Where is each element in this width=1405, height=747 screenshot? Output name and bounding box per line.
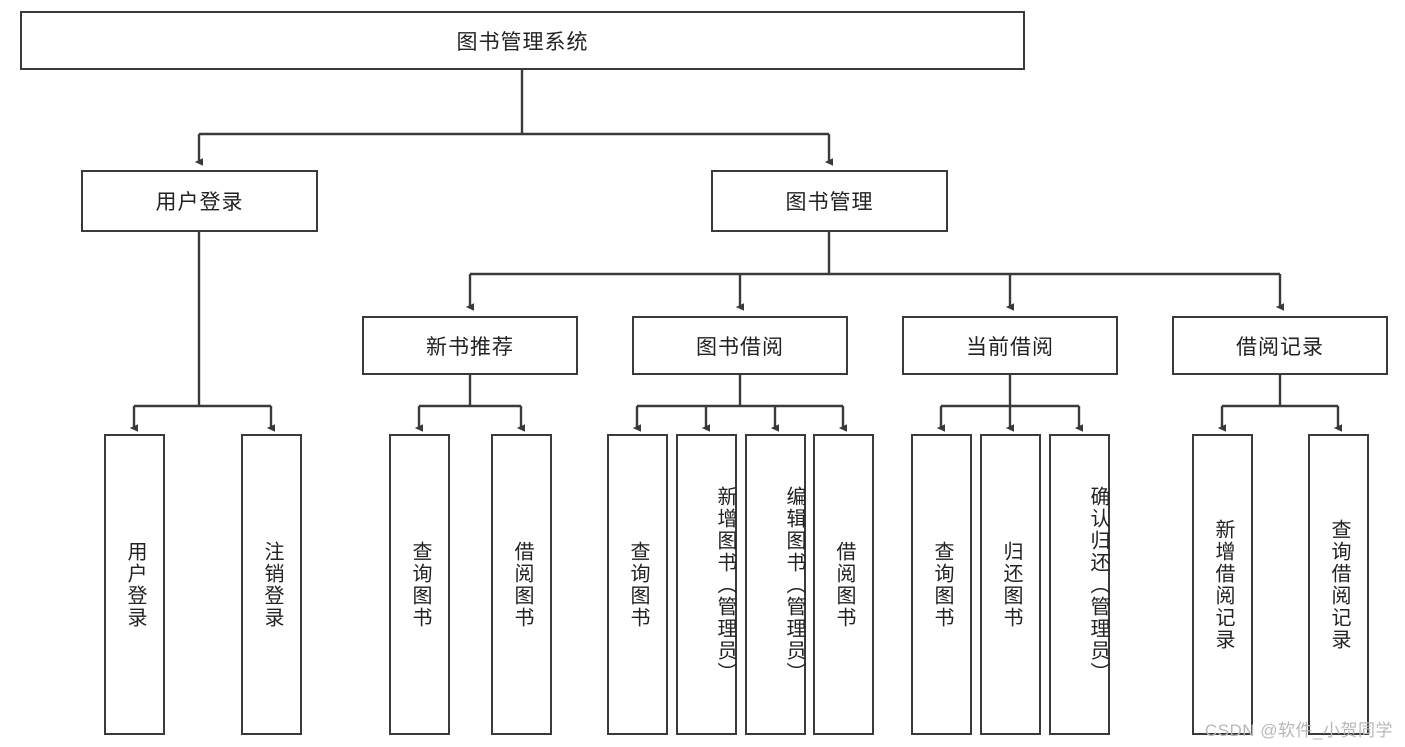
node-new-book-recommend[interactable]: 新书推荐 bbox=[362, 316, 578, 375]
node-user-login[interactable]: 用户登录 bbox=[81, 170, 318, 232]
leaf-borrow-records-add-label: 新增借阅记录 bbox=[1212, 518, 1234, 651]
leaf-current-borrow-confirm-label: 确认归还（管理员） bbox=[1087, 485, 1109, 684]
leaf-book-borrow-edit-label: 编辑图书（管理员） bbox=[783, 485, 805, 684]
leaf-current-borrow-query[interactable]: 查询图书 bbox=[911, 434, 972, 735]
node-book-borrow-label: 图书借阅 bbox=[696, 335, 784, 359]
leaf-borrow-records-add[interactable]: 新增借阅记录 bbox=[1192, 434, 1253, 735]
node-borrow-records-label: 借阅记录 bbox=[1236, 335, 1324, 359]
leaf-book-borrow-borrow[interactable]: 借阅图书 bbox=[813, 434, 874, 735]
node-book-management-label: 图书管理 bbox=[785, 191, 874, 214]
leaf-user-login-login[interactable]: 用户登录 bbox=[104, 434, 165, 735]
leaf-new-book-borrow-label: 借阅图书 bbox=[511, 540, 533, 629]
node-current-borrow-label: 当前借阅 bbox=[966, 335, 1054, 359]
leaf-current-borrow-confirm[interactable]: 确认归还（管理员） bbox=[1049, 434, 1110, 735]
leaf-book-borrow-query-label: 查询图书 bbox=[627, 540, 649, 629]
node-book-borrow[interactable]: 图书借阅 bbox=[632, 316, 848, 375]
node-new-book-recommend-label: 新书推荐 bbox=[426, 335, 514, 359]
leaf-user-login-login-label: 用户登录 bbox=[124, 540, 146, 629]
node-book-management[interactable]: 图书管理 bbox=[711, 170, 948, 232]
leaf-borrow-records-query[interactable]: 查询借阅记录 bbox=[1308, 434, 1369, 735]
leaf-current-borrow-return[interactable]: 归还图书 bbox=[980, 434, 1041, 735]
watermark: CSDN @软件_小贺同学 bbox=[1204, 721, 1393, 740]
leaf-book-borrow-query[interactable]: 查询图书 bbox=[607, 434, 668, 735]
leaf-user-login-logout-label: 注销登录 bbox=[261, 540, 283, 629]
leaf-new-book-query-label: 查询图书 bbox=[409, 540, 431, 629]
leaf-borrow-records-query-label: 查询借阅记录 bbox=[1328, 518, 1350, 651]
node-borrow-records[interactable]: 借阅记录 bbox=[1172, 316, 1388, 375]
leaf-book-borrow-borrow-label: 借阅图书 bbox=[833, 540, 855, 629]
leaf-user-login-logout[interactable]: 注销登录 bbox=[241, 434, 302, 735]
leaf-book-borrow-add-label: 新增图书（管理员） bbox=[714, 485, 736, 684]
leaf-book-borrow-edit[interactable]: 编辑图书（管理员） bbox=[745, 434, 806, 735]
leaf-current-borrow-query-label: 查询图书 bbox=[931, 540, 953, 629]
leaf-book-borrow-add[interactable]: 新增图书（管理员） bbox=[676, 434, 737, 735]
node-root[interactable]: 图书管理系统 bbox=[20, 11, 1025, 70]
leaf-new-book-borrow[interactable]: 借阅图书 bbox=[491, 434, 552, 735]
leaf-current-borrow-return-label: 归还图书 bbox=[1000, 540, 1022, 629]
node-user-login-label: 用户登录 bbox=[155, 191, 244, 214]
node-root-label: 图书管理系统 bbox=[456, 30, 589, 54]
node-current-borrow[interactable]: 当前借阅 bbox=[902, 316, 1118, 375]
leaf-new-book-query[interactable]: 查询图书 bbox=[389, 434, 450, 735]
